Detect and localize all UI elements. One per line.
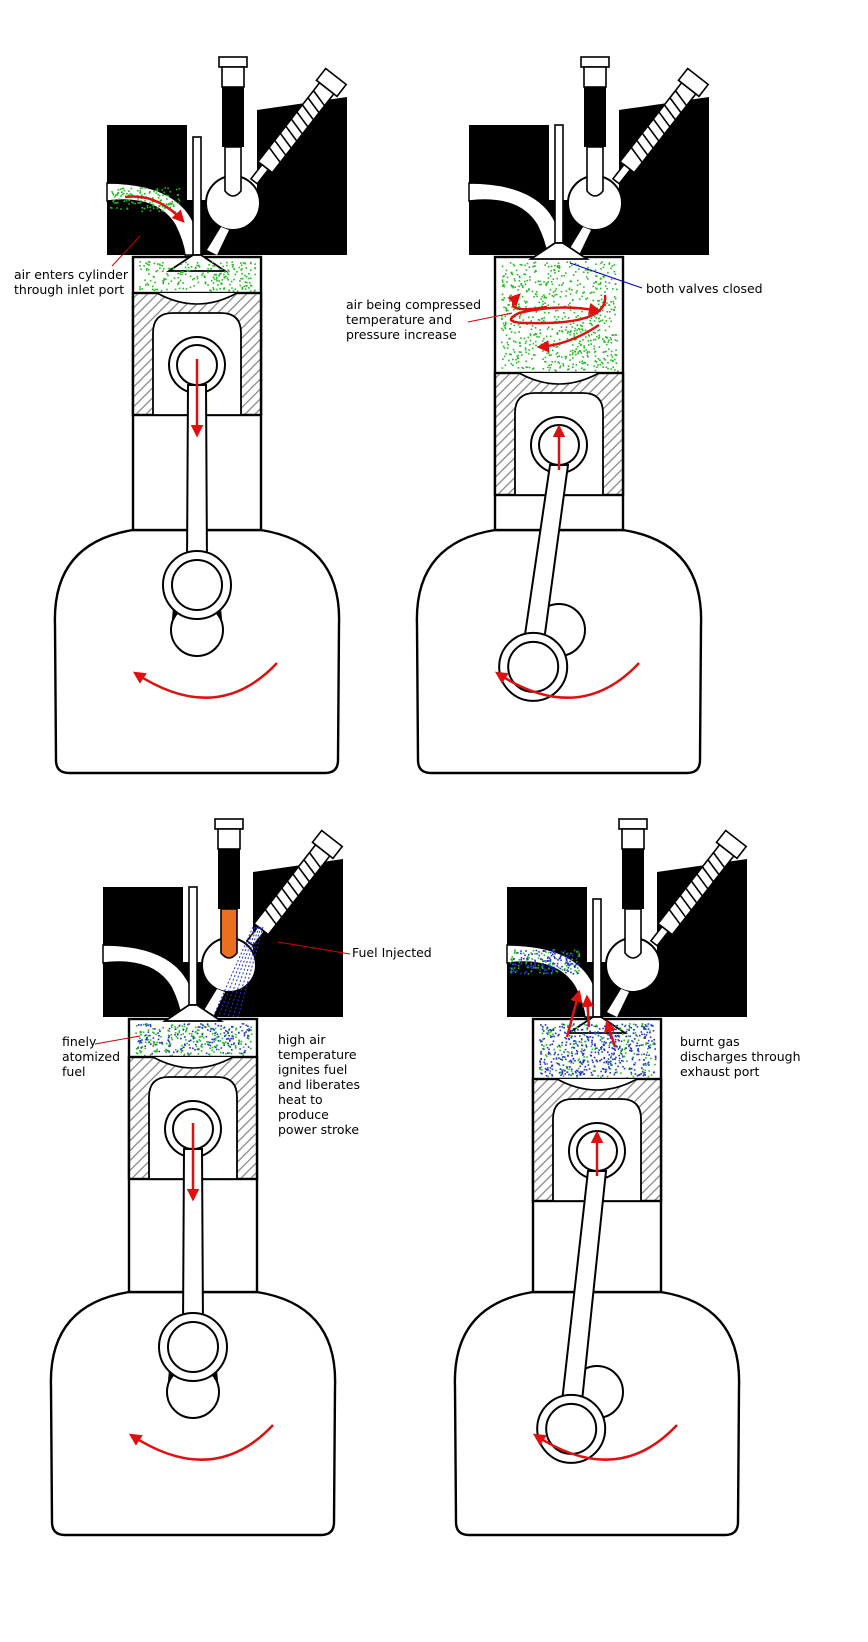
motion-arrows	[128, 1123, 274, 1461]
glow-plug	[245, 829, 344, 947]
intake-label: air enters cylinder through inlet port	[14, 267, 128, 297]
motion-arrows	[532, 989, 678, 1461]
valve	[528, 124, 590, 260]
fuel-spray	[212, 926, 264, 1018]
air-particles	[135, 1023, 253, 1057]
fuel-injector	[580, 56, 610, 197]
compress-leader	[467, 312, 513, 323]
valves-closed-label: both valves closed	[646, 281, 763, 296]
motion-arrows	[494, 293, 640, 699]
atomized-leader	[94, 1035, 141, 1045]
valve	[162, 886, 224, 1022]
fuel-particles	[137, 1023, 251, 1055]
compression-label: air being compressed temperature and pre…	[346, 297, 482, 342]
exhaust-port-gas-green	[509, 949, 581, 975]
motion-arrows	[124, 195, 278, 699]
glow-plug	[249, 67, 348, 185]
glow-plug	[649, 829, 748, 947]
air-particles	[139, 261, 257, 293]
fuel-particles	[539, 1023, 657, 1077]
valves-leader	[569, 262, 643, 289]
fuel-injected-label: Fuel Injected	[352, 945, 432, 960]
fuel-injector	[214, 818, 244, 959]
panel-exhaust	[453, 818, 748, 1537]
ignition-label: high air temperature ignites fuel and li…	[278, 1032, 360, 1137]
intake-leader	[111, 235, 141, 267]
exhaust-label: burnt gas discharges through exhaust por…	[680, 1034, 801, 1079]
injected-leader	[277, 941, 351, 955]
panel-intake	[53, 56, 348, 775]
glow-plug	[611, 67, 710, 185]
annotations	[94, 235, 643, 1045]
panel-power	[49, 818, 344, 1537]
panel-compression	[415, 56, 710, 775]
fuel-injector	[618, 818, 648, 959]
fuel-injector	[218, 56, 248, 197]
atomized-fuel-label: finely atomized fuel	[62, 1034, 121, 1079]
